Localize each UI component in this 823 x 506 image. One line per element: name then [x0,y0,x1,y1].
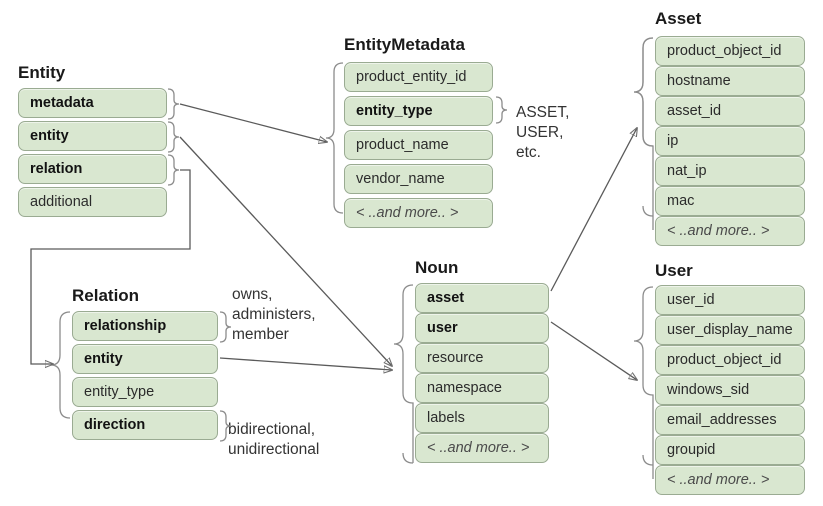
entitymetadata-row-product-name[interactable]: product_name [344,130,493,160]
noun-row-resource[interactable]: resource [415,343,549,373]
brace-entity-metadata-group [325,62,344,214]
user-row-groupid[interactable]: groupid [655,435,805,465]
group-title-asset: Asset [655,9,702,28]
asset-row-product-object-id[interactable]: product_object_id [655,36,805,66]
group-title-entity: Entity [18,63,66,82]
entitymetadata-row-product-entity-id[interactable]: product_entity_id [344,62,493,92]
noun-row-labels[interactable]: labels [415,403,549,433]
noun-row-asset[interactable]: asset [415,283,549,313]
asset-row-mac[interactable]: mac [655,186,805,216]
group-title-user: User [655,261,693,280]
asset-row-and-more[interactable]: < ..and more.. > [655,216,805,246]
user-row-and-more[interactable]: < ..and more.. > [655,465,805,495]
brace-entity-type-values [495,96,508,124]
asset-row-asset-id[interactable]: asset_id [655,96,805,126]
brace-entity-relation-row [167,154,180,186]
relation-row-relationship[interactable]: relationship [72,311,218,341]
entitymetadata-row-vendor-name[interactable]: vendor_name [344,164,493,194]
noun-row-and-more[interactable]: < ..and more.. > [415,433,549,463]
note-entity-type-values: ASSET, USER, etc. [516,104,570,161]
note-direction-values: bidirectional, unidirectional [228,421,320,458]
asset-row-nat-ip[interactable]: nat_ip [655,156,805,186]
user-row-windows-sid[interactable]: windows_sid [655,375,805,405]
entity-row-entity[interactable]: entity [18,121,167,151]
entitymetadata-row-entity-type[interactable]: entity_type [344,96,493,126]
brace-user-group [633,286,654,479]
asset-row-ip[interactable]: ip [655,126,805,156]
entity-row-metadata[interactable]: metadata [18,88,167,118]
connector-metadata-to-entitymetadata [179,103,327,142]
brace-entity-metadata-row [167,88,180,120]
brace-entity-entity-row [167,121,180,153]
relation-row-entity[interactable]: entity [72,344,218,374]
asset-row-hostname[interactable]: hostname [655,66,805,96]
noun-row-namespace[interactable]: namespace [415,373,549,403]
user-row-product-object-id[interactable]: product_object_id [655,345,805,375]
user-row-user-id[interactable]: user_id [655,285,805,315]
brace-relation-group [50,311,71,419]
brace-asset-group [633,37,654,230]
brace-relationship-values [219,311,232,343]
noun-row-user[interactable]: user [415,313,549,343]
user-row-email-addresses[interactable]: email_addresses [655,405,805,435]
relation-row-direction[interactable]: direction [72,410,218,440]
note-relationship-values: owns, administers, member [232,286,316,343]
entitymetadata-row-and-more[interactable]: < ..and more.. > [344,198,493,228]
group-title-relation: Relation [72,286,140,305]
relation-row-entity-type[interactable]: entity_type [72,377,218,407]
connector-relationentity-to-noun [219,357,392,370]
entity-row-relation[interactable]: relation [18,154,167,184]
group-title-entity-metadata: EntityMetadata [344,35,465,54]
user-row-user-display-name[interactable]: user_display_name [655,315,805,345]
entity-row-additional[interactable]: additional [18,187,167,217]
group-title-noun: Noun [415,258,459,277]
brace-noun-group [393,284,414,464]
connector-noun-user-to-user [550,321,637,380]
